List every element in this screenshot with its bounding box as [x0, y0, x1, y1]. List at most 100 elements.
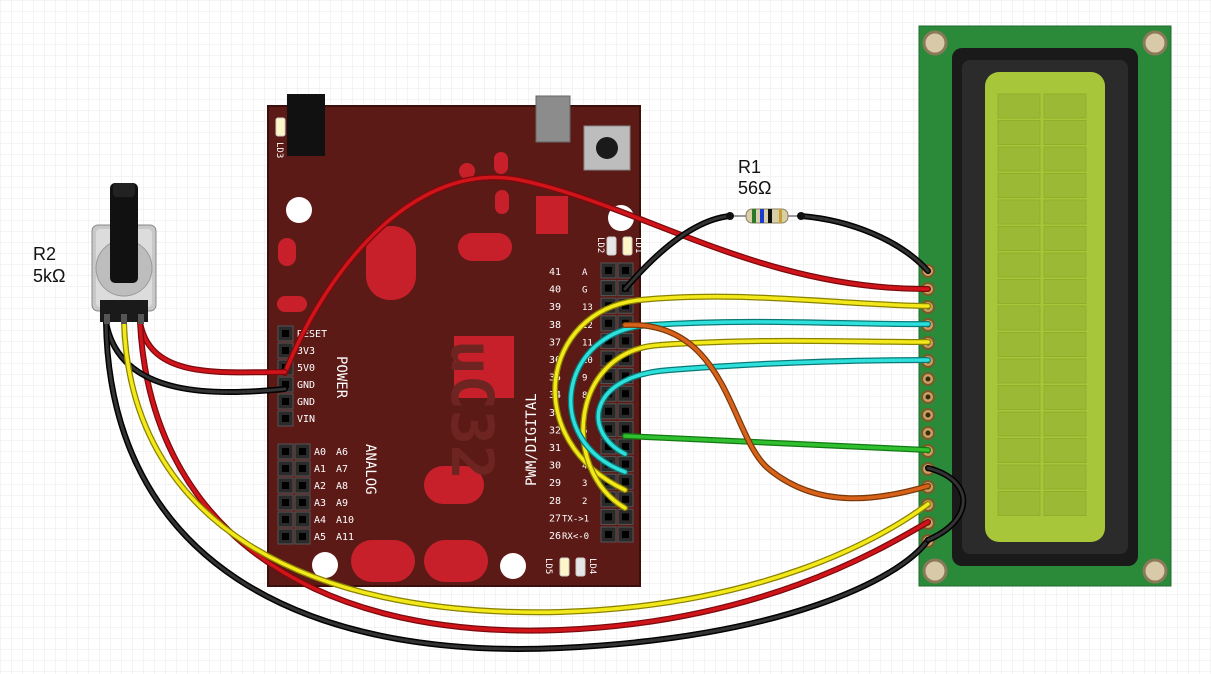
power-pin-label: RESET [297, 329, 327, 340]
digital-pin-number: 26 [549, 531, 561, 542]
wire-yellow-pot-wiper[interactable] [121, 319, 931, 616]
r2-ref: R2 [33, 244, 56, 264]
digital-pin-label: 12 [582, 321, 593, 331]
mount-hole [312, 552, 338, 578]
lcd-char-cell [997, 464, 1041, 490]
power-pin-socket [282, 415, 289, 422]
digital-pin-label: 9 [582, 374, 587, 384]
resistor-r1[interactable]: R1 56Ω [726, 157, 805, 224]
power-label: POWER [333, 356, 349, 399]
digital-pin-socket [622, 513, 629, 521]
analog-pin-label: A0 [314, 447, 326, 458]
digital-pin-number: 32 [549, 425, 561, 436]
digital-pin-number: 30 [549, 461, 561, 472]
digital-pin-number: 41 [549, 267, 561, 278]
led-ld1: LD1 [622, 236, 643, 256]
lcd-char-cell [997, 93, 1041, 119]
lcd-char-cell [1043, 93, 1087, 119]
svg-text:LD4: LD4 [587, 558, 597, 574]
lcd-char-cell [997, 358, 1041, 384]
digital-pin-number: 28 [549, 496, 561, 507]
potentiometer-r2[interactable]: R2 5kΩ [33, 183, 157, 324]
board-pads [277, 152, 568, 582]
svg-text:LD2: LD2 [595, 237, 605, 253]
analog-pin-socket [282, 516, 289, 523]
led-ld3: LD3 [274, 117, 286, 158]
lcd-pin-hole [925, 376, 931, 382]
digital-pin-socket [605, 355, 612, 362]
analog-label: ANALOG [362, 444, 378, 495]
wire-yellow-data[interactable] [552, 293, 931, 511]
lcd-character-grid [997, 93, 1087, 516]
analog-pin-label: A3 [314, 498, 326, 509]
lcd-pin-hole [925, 394, 931, 400]
digital-pin-socket [605, 284, 612, 292]
lcd-module[interactable] [918, 25, 1172, 587]
digital-pin-socket [605, 319, 612, 327]
digital-pin-socket [622, 443, 629, 450]
mount-hole [286, 197, 312, 223]
digital-pin-socket [605, 267, 612, 274]
analog-pin-socket [282, 533, 289, 540]
digital-pin-label: A [582, 268, 588, 278]
digital-pin-socket [605, 337, 612, 345]
digital-pin-socket [622, 407, 629, 415]
lcd-char-cell [1043, 120, 1087, 145]
lcd-char-cell [1043, 491, 1087, 516]
wires [103, 174, 967, 652]
digital-pin-socket [605, 531, 612, 538]
lcd-char-cell [997, 385, 1041, 410]
digital-pin-socket [622, 425, 629, 433]
wire-red-5v-lcd[interactable] [282, 174, 931, 376]
digital-pin-socket [622, 355, 629, 362]
digital-pin-socket [622, 302, 629, 310]
board-name: uC32 [438, 340, 506, 480]
digital-pin-socket [605, 372, 612, 380]
analog-pin-socket [299, 516, 306, 523]
mount-hole [1142, 558, 1168, 584]
analog-pin-label: A1 [314, 464, 326, 475]
digital-pin-number: 37 [549, 337, 561, 348]
wire-black-gnd-r1[interactable] [622, 213, 931, 292]
wire-black-pot-gnd[interactable] [103, 319, 967, 652]
analog-pin-label: A4 [314, 515, 326, 526]
lcd-pin-hole [925, 412, 931, 418]
power-pin-socket [282, 398, 289, 405]
uc32-board[interactable]: uC32 POWER ANALOG PWM/DIGITAL RESET3V35V… [267, 94, 643, 587]
pot-shaft[interactable] [110, 183, 138, 283]
analog-pin-label: A9 [336, 498, 348, 509]
mount-hole [500, 553, 526, 579]
led-ld2: LD2 [595, 236, 617, 256]
analog-pin-socket [299, 482, 306, 489]
digital-pin-socket [605, 443, 612, 450]
lcd-char-cell [997, 199, 1041, 225]
analog-pin-label: A2 [314, 481, 326, 492]
wire-green-enable[interactable] [622, 433, 931, 453]
r1-ref: R1 [738, 157, 761, 177]
power-pin-socket [282, 347, 289, 354]
digital-pin-label: 3 [582, 479, 587, 489]
digital-pin-socket [605, 425, 612, 433]
analog-pin-socket [282, 448, 289, 455]
wire-red-pot-5v[interactable] [137, 319, 931, 634]
lcd-char-cell [997, 120, 1041, 145]
digital-pin-number: 39 [549, 302, 561, 313]
analog-pin-label: A11 [336, 532, 354, 543]
led-ld5: LD5 [543, 557, 570, 577]
lcd-char-cell [997, 252, 1041, 278]
lcd-char-cell [1043, 252, 1087, 278]
wire-orange-rs[interactable] [622, 321, 931, 502]
digital-pin-number: 27 [549, 513, 561, 524]
digital-pin-label: TX->1 [562, 514, 589, 524]
digital-pin-socket [605, 513, 612, 521]
digital-pin-label: 13 [582, 303, 593, 313]
digital-pin-socket [622, 390, 629, 398]
digital-pin-label: 2 [582, 497, 587, 507]
svg-text:LD3: LD3 [274, 142, 284, 158]
lcd-pin-hole [925, 430, 931, 436]
lcd-char-cell [1043, 173, 1087, 198]
power-pin-label: GND [297, 380, 315, 391]
analog-pin-socket [299, 448, 306, 455]
